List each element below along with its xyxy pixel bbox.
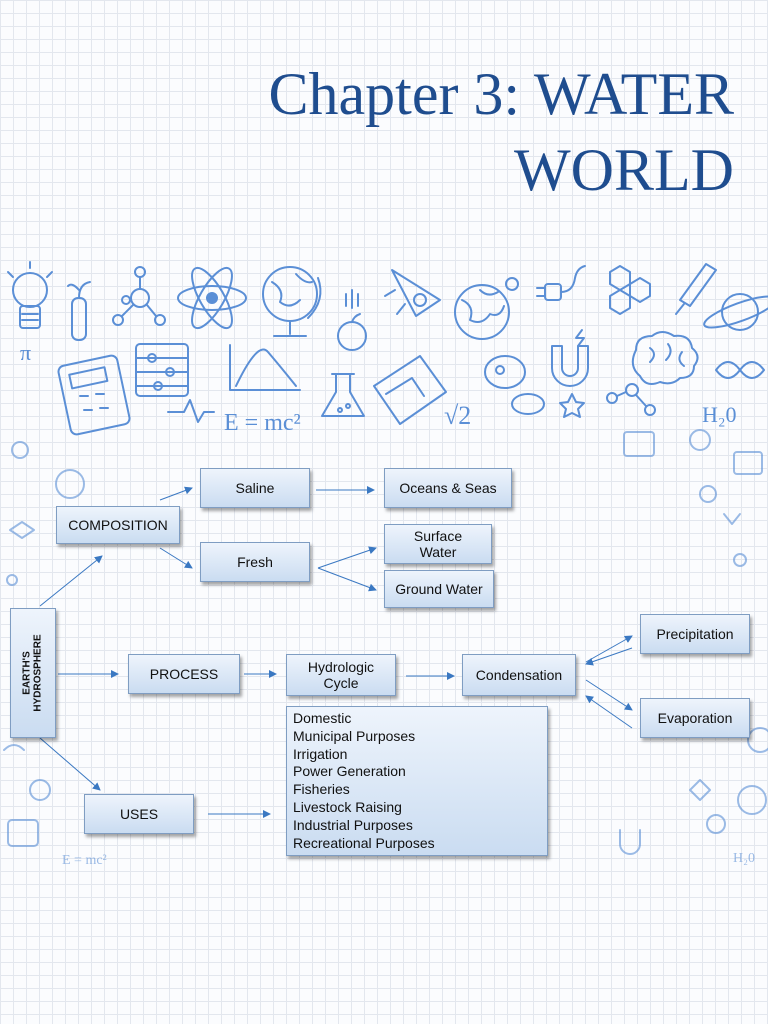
uses-list-item: Irrigation	[293, 745, 348, 762]
uses-box: USES	[84, 794, 194, 834]
star-icon	[559, 393, 585, 418]
brain-icon	[631, 331, 699, 385]
process-box: PROCESS	[128, 654, 240, 694]
sqrt-text: √2	[444, 401, 471, 430]
lightbulb-icon	[7, 261, 53, 329]
test-tube-icon	[67, 281, 91, 341]
dna-icon	[715, 361, 765, 379]
h2o-small-text: H₂0	[733, 851, 755, 866]
planet-icon	[703, 293, 768, 331]
flask-icon	[321, 373, 365, 417]
pi-text: π	[20, 340, 31, 365]
pipette-icon	[675, 263, 717, 315]
side-doodles-right	[619, 429, 768, 855]
earth-icon	[454, 277, 519, 340]
uses-list-item: Livestock Raising	[293, 798, 402, 815]
atom-icon	[177, 266, 247, 330]
h2o-text: H₂0	[702, 402, 737, 427]
chemical-structure-icon	[609, 265, 651, 315]
fresh-box: Fresh	[200, 542, 310, 582]
oceans-seas-box: Oceans & Seas	[384, 468, 512, 508]
rocket-icon	[384, 269, 441, 317]
saline-box: Saline	[200, 468, 310, 508]
magnet-icon	[551, 329, 589, 387]
composition-box: COMPOSITION	[56, 506, 180, 544]
uses-list-item: Recreational Purposes	[293, 834, 435, 851]
formula-text: E = mc²	[224, 410, 301, 436]
heartbeat-icon	[167, 399, 215, 423]
molecule-icon	[112, 266, 166, 326]
uses-list-item: Fisheries	[293, 781, 350, 798]
precipitation-box: Precipitation	[640, 614, 750, 654]
uses-list-item: Industrial Purposes	[293, 816, 413, 833]
uses-list-item: Power Generation	[293, 763, 406, 780]
book-icon	[373, 355, 447, 425]
bell-curve-graph-icon	[229, 344, 301, 391]
molecule-small-icon	[606, 383, 656, 416]
uses-list-item: Municipal Purposes	[293, 727, 416, 744]
title-line-2: WORLD	[514, 137, 734, 203]
bacteria-icon	[484, 355, 545, 415]
apple-icon	[337, 289, 367, 351]
side-doodles-left	[3, 441, 85, 847]
earths-hydrosphere-box: EARTH'S HYDROSPHERE	[10, 608, 56, 738]
evaporation-box: Evaporation	[640, 698, 750, 738]
ground-water-box: Ground Water	[384, 570, 494, 608]
formula-small-text: E = mc²	[62, 853, 107, 868]
surface-water-box: Surface Water	[384, 524, 492, 564]
plug-icon	[536, 265, 586, 301]
globe-icon	[262, 266, 322, 337]
title-line-1: Chapter 3: WATER	[268, 61, 735, 127]
hydrologic-cycle-box: Hydrologic Cycle	[286, 654, 396, 696]
abacus-icon	[135, 343, 189, 397]
calculator-icon	[57, 354, 131, 436]
condensation-box: Condensation	[462, 654, 576, 696]
page-title: Chapter 3: WATER WORLD	[134, 56, 735, 208]
uses-list-item: Domestic	[293, 710, 352, 726]
